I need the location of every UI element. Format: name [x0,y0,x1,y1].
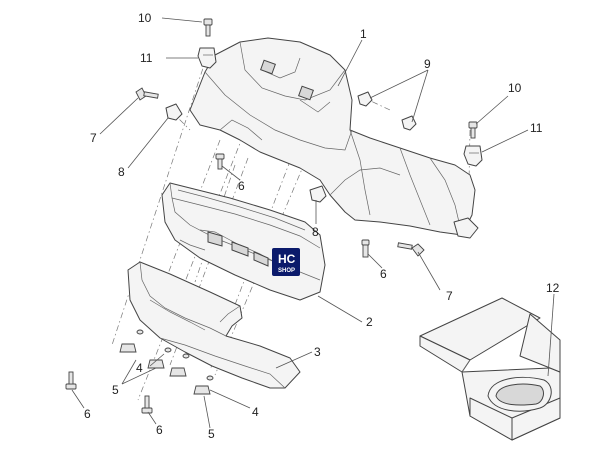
callout-1: 1 [360,27,367,41]
hc-shop-logo: HC SHOP [272,248,300,276]
callout-11a: 11 [140,51,153,65]
callout-labels: 1 2 3 4 4 5 5 6 6 6 6 7 7 8 8 9 10 10 11… [84,11,560,441]
callout-9: 9 [424,57,431,71]
screw-6-bottom-left [65,371,77,390]
upper-cover-part [189,37,479,239]
callout-6b: 6 [156,423,163,437]
callout-10b: 10 [508,81,522,95]
callout-4b: 4 [252,405,259,419]
callout-6a: 6 [84,407,91,421]
screw-6-right [361,239,370,258]
leader-lines [71,17,555,429]
callout-4a: 4 [136,361,143,375]
callout-6c: 6 [238,179,245,193]
callout-7a: 7 [90,131,97,145]
callout-12: 12 [546,281,560,295]
callout-6d: 6 [380,267,387,281]
pin-upper [357,91,373,107]
bolt-left [135,87,159,101]
callout-8b: 8 [312,225,319,239]
rivets [119,329,214,395]
clip-nut-left [197,47,217,69]
logo-main-text: HC [278,252,296,266]
clip-nut-right [463,145,483,167]
screw-6-upper [215,153,225,170]
callout-11b: 11 [530,121,543,135]
callout-5a: 5 [112,383,119,397]
lower-cover-part [127,261,301,389]
pin-lower [401,115,417,131]
callout-7b: 7 [446,289,453,303]
display-box-part [419,297,561,441]
clip-right [309,185,327,203]
callout-5b: 5 [208,427,215,441]
bolt-right [397,242,425,257]
callout-2: 2 [366,315,373,329]
callout-8a: 8 [118,165,125,179]
screw-6-bottom-mid [141,395,153,414]
callout-3: 3 [314,345,321,359]
callout-10a: 10 [138,11,152,25]
screw-top-left [203,18,213,37]
logo-sub-text: SHOP [278,268,295,274]
screw-top-right [468,121,478,139]
clip-left [165,103,183,121]
